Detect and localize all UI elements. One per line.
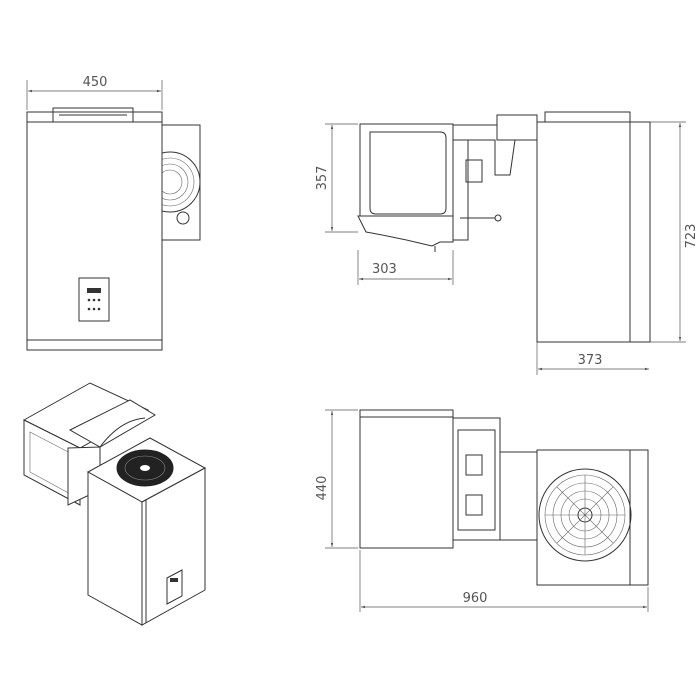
side-view: 357 303 723 373 bbox=[315, 111, 699, 375]
condenser-box bbox=[536, 121, 651, 343]
controller-buttons bbox=[87, 298, 101, 311]
controller-display bbox=[87, 288, 101, 293]
evaporator-box bbox=[359, 123, 454, 217]
condenser-fan-icon bbox=[538, 468, 632, 562]
top-view: 440 960 bbox=[315, 409, 649, 612]
top-bracket bbox=[544, 111, 631, 123]
dimension-label-960: 960 bbox=[463, 591, 488, 606]
pipe-fitting-icon bbox=[176, 211, 190, 225]
dimension-label-303: 303 bbox=[372, 262, 397, 277]
fan-icon bbox=[162, 151, 200, 213]
dimension-label-440: 440 bbox=[315, 476, 330, 501]
isometric-view bbox=[22, 382, 207, 626]
dimension-label-357: 357 bbox=[315, 166, 330, 191]
front-view: 450 bbox=[26, 75, 201, 351]
dimension-label-723: 723 bbox=[684, 224, 699, 249]
drip-tray bbox=[357, 215, 454, 247]
dimension-label-373: 373 bbox=[578, 353, 603, 368]
top-bracket bbox=[52, 107, 134, 123]
dimension-label-450: 450 bbox=[83, 75, 108, 90]
condenser-side-box bbox=[161, 124, 201, 241]
evaporator-box bbox=[359, 409, 454, 549]
